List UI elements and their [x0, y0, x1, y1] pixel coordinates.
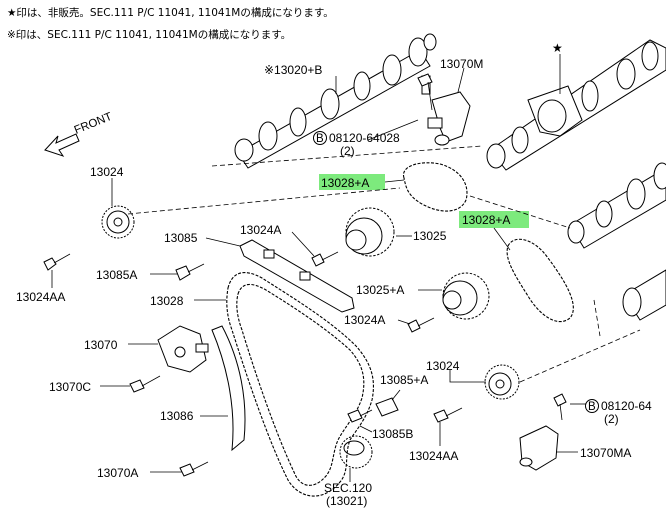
leader-13028a-right — [493, 227, 511, 251]
label-08120-qty-left: (2) — [340, 144, 355, 158]
sprocket-13024-left[interactable] — [101, 205, 135, 239]
leader-13024-right — [449, 370, 486, 383]
leader-13024a-mid — [397, 319, 411, 325]
bolt-13024aa-left[interactable] — [43, 253, 71, 271]
front-arrow-icon — [44, 133, 80, 157]
chain-13028-inner — [236, 283, 365, 486]
label-13025[interactable]: 13025 — [413, 229, 447, 243]
part-13070ma[interactable] — [519, 425, 559, 471]
label-08120-64028[interactable]: 08120-64028 — [329, 131, 400, 145]
bolt-mark-right-icon — [585, 399, 599, 413]
bolt-mark-left-text: B — [316, 133, 324, 145]
bolt-08120-left[interactable] — [417, 73, 433, 111]
leader-13085b — [359, 425, 373, 433]
leader-13024a-top — [291, 231, 315, 257]
bolt-13085b[interactable] — [347, 409, 373, 423]
phantom-line-b — [469, 195, 571, 229]
label-13024aa-left[interactable]: 13024AA — [16, 290, 65, 304]
guide-13085[interactable] — [239, 239, 355, 313]
label-13085a[interactable]: 13085A — [96, 268, 137, 282]
sprocket-13025[interactable] — [345, 207, 395, 257]
label-13024a-mid[interactable]: 13024A — [344, 313, 385, 327]
label-13070ma[interactable]: 13070MA — [580, 446, 631, 460]
label-13024-right[interactable]: 13024 — [426, 359, 460, 373]
guide-13086[interactable] — [211, 325, 246, 452]
part-13085a-plus[interactable] — [375, 397, 399, 417]
leader-08120-left — [367, 119, 419, 141]
phantom-line-c — [519, 329, 641, 383]
label-13028a-right[interactable]: 13028+A — [462, 213, 510, 227]
sprocket-13025a[interactable] — [442, 272, 490, 320]
highlight-13028a-right — [459, 211, 529, 228]
bolt-13024a-top[interactable] — [311, 251, 339, 267]
camshaft-13020b[interactable] — [234, 33, 437, 169]
note-composition: ※印は、SEC.111 P/C 11041, 11041Mの構成になります。 — [7, 29, 292, 41]
front-label: FRONT — [73, 111, 114, 137]
label-13070[interactable]: 13070 — [84, 338, 118, 352]
leader-13085a-plus — [391, 389, 401, 401]
bolt-13024a-mid[interactable] — [407, 317, 435, 333]
leader-13085 — [205, 237, 241, 247]
leader-13028a-left — [384, 179, 405, 183]
label-08120-qty-right: (2) — [604, 412, 619, 426]
label-13085b[interactable]: 13085B — [372, 427, 413, 441]
label-13070c[interactable]: 13070C — [49, 380, 91, 394]
note-not-sold: ★印は、非販売。SEC.111 P/C 11041, 11041Mの構成になりま… — [7, 7, 334, 19]
phantom-line-d — [593, 299, 601, 337]
bolt-mark-left-icon — [313, 131, 327, 145]
label-08120-right[interactable]: 08120-64 — [601, 399, 652, 413]
bolt-13070c[interactable] — [129, 375, 161, 393]
tensioner-13070[interactable] — [157, 325, 209, 373]
label-13086[interactable]: 13086 — [160, 409, 194, 423]
label-sec120-sub: (13021) — [326, 494, 367, 508]
bolt-13024aa-right[interactable] — [433, 407, 463, 423]
label-13070a[interactable]: 13070A — [97, 466, 138, 480]
label-13024a-top[interactable]: 13024A — [240, 223, 281, 237]
camshaft-right-lower[interactable] — [567, 162, 666, 249]
phantom-line-a — [211, 145, 483, 167]
leader-13070m — [457, 67, 465, 93]
label-13070m[interactable]: 13070M — [440, 57, 483, 71]
label-13020b[interactable]: ※13020+B — [264, 63, 322, 77]
label-13024-top[interactable]: 13024 — [90, 165, 124, 179]
label-star: ★ — [552, 41, 563, 55]
sprocket-sec120[interactable] — [339, 435, 373, 469]
chain-13028a-right[interactable] — [506, 238, 574, 323]
chain-13028[interactable] — [226, 272, 374, 497]
label-13028[interactable]: 13028 — [150, 294, 184, 308]
part-13070m[interactable] — [421, 75, 471, 146]
highlight-13028a-left — [319, 174, 385, 190]
chain-13028a-upper[interactable] — [403, 162, 468, 212]
label-13028a-left[interactable]: 13028+A — [321, 176, 369, 190]
label-sec120[interactable]: SEC.120 — [324, 481, 372, 495]
camshaft-star[interactable] — [486, 39, 666, 171]
label-13085[interactable]: 13085 — [164, 231, 198, 245]
label-13024aa-right[interactable]: 13024AA — [409, 449, 458, 463]
bolt-mark-right-text: B — [588, 401, 596, 413]
bolt-13085a[interactable] — [175, 263, 205, 281]
phantom-line-upper — [127, 187, 401, 215]
bolt-13070a[interactable] — [179, 461, 209, 477]
label-13025a[interactable]: 13025+A — [356, 283, 404, 297]
sprocket-13024-right[interactable] — [484, 364, 520, 400]
label-13085a-plus[interactable]: 13085+A — [380, 373, 428, 387]
camshaft-right-bottom[interactable] — [622, 269, 666, 321]
bolt-08120-right[interactable] — [553, 393, 567, 421]
